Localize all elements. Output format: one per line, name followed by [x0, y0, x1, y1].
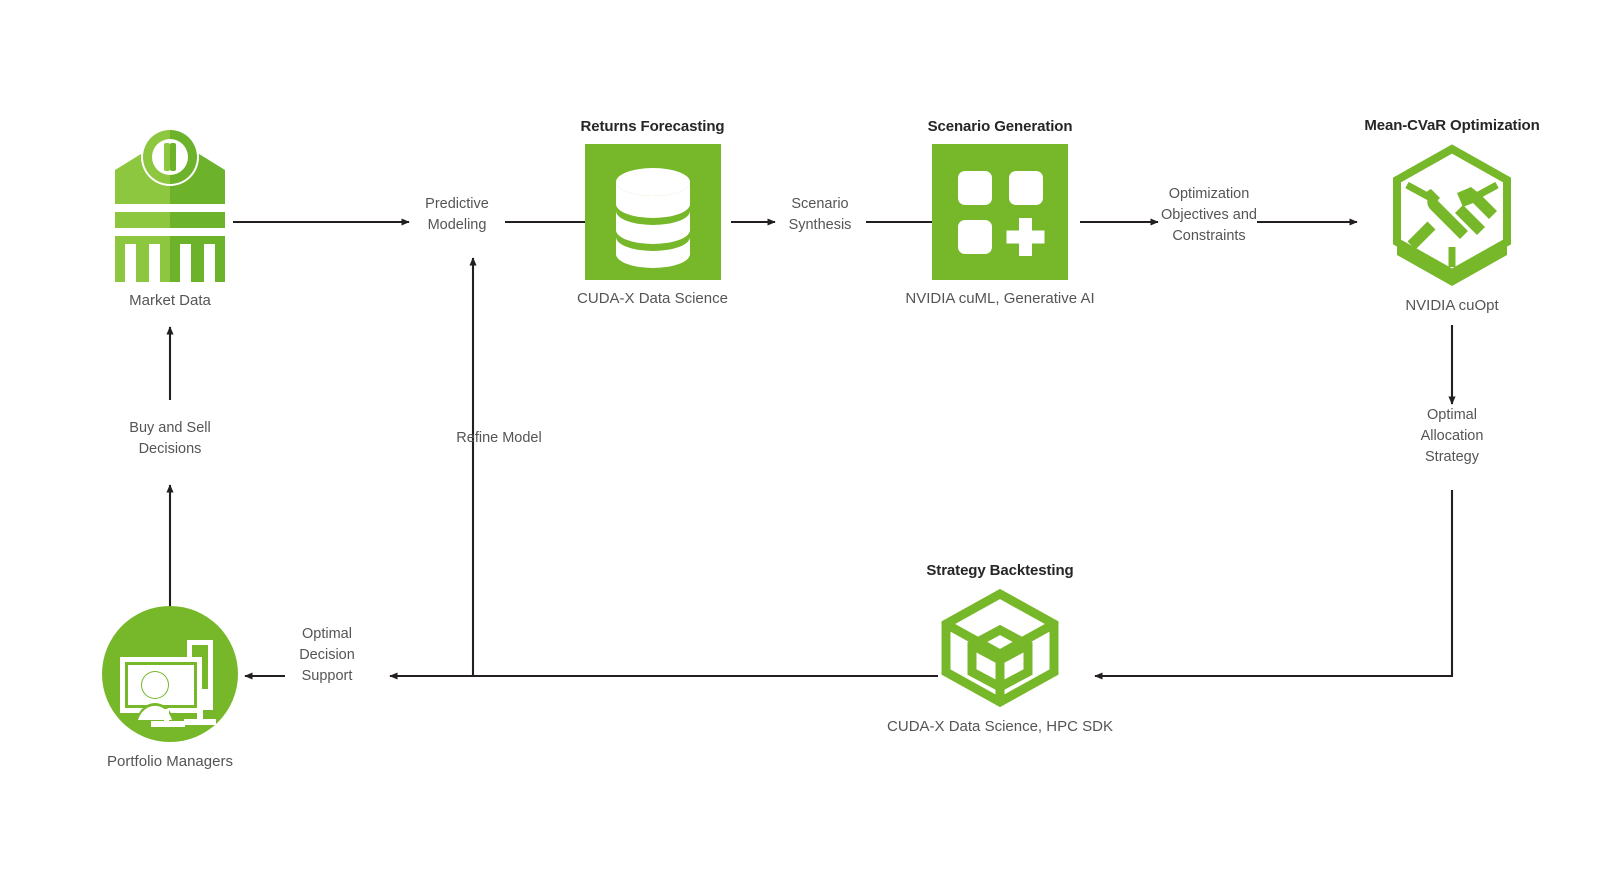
node-mean-cvar-optimization[interactable]: Mean-CVaR Optimization [1332, 117, 1572, 314]
edge-label-optimal-decision-support: Optimal Decision Support [299, 626, 355, 684]
analyst-workstation-icon [60, 605, 280, 743]
node-market-data[interactable]: Market Data [60, 120, 280, 309]
nested-cube-icon [880, 588, 1120, 708]
node-caption: NVIDIA cuOpt [1405, 297, 1499, 314]
wire-allocation-to-backtesting [1094, 490, 1454, 680]
grid-plus-icon [880, 144, 1120, 280]
node-caption: CUDA-X Data Science [577, 290, 728, 307]
node-portfolio-managers[interactable]: Portfolio Managers [60, 605, 280, 770]
node-scenario-generation[interactable]: Scenario Generation NVIDIA cuML, Generat… [880, 118, 1120, 307]
edge-label-optimization-objectives: Optimization Objectives and Constraints [1161, 186, 1257, 244]
node-caption: NVIDIA cuML, Generative AI [905, 290, 1095, 307]
cube-tools-icon [1332, 143, 1572, 287]
node-caption: CUDA-X Data Science, HPC SDK [887, 718, 1113, 735]
node-title: Mean-CVaR Optimization [1364, 117, 1540, 134]
node-caption: Market Data [129, 292, 211, 309]
node-caption: Portfolio Managers [107, 753, 233, 770]
edge-label-predictive-modeling: Predictive Modeling [425, 196, 489, 233]
node-strategy-backtesting[interactable]: Strategy Backtesting CUDA-X Data Science… [880, 562, 1120, 735]
node-title: Returns Forecasting [580, 118, 725, 135]
node-returns-forecasting[interactable]: Returns Forecasting CUDA-X Data Science [545, 118, 760, 307]
node-title: Strategy Backtesting [926, 562, 1074, 579]
bank-building-icon [60, 120, 280, 282]
edge-label-buy-and-sell-decisions: Buy and Sell Decisions [129, 420, 211, 457]
edge-label-refine-model: Refine Model [456, 430, 542, 446]
database-cylinder-icon [545, 144, 760, 280]
edge-label-optimal-allocation-strategy: Optimal Allocation Strategy [1420, 407, 1484, 465]
node-title: Scenario Generation [927, 118, 1073, 135]
edge-label-scenario-synthesis: Scenario Synthesis [788, 196, 852, 233]
